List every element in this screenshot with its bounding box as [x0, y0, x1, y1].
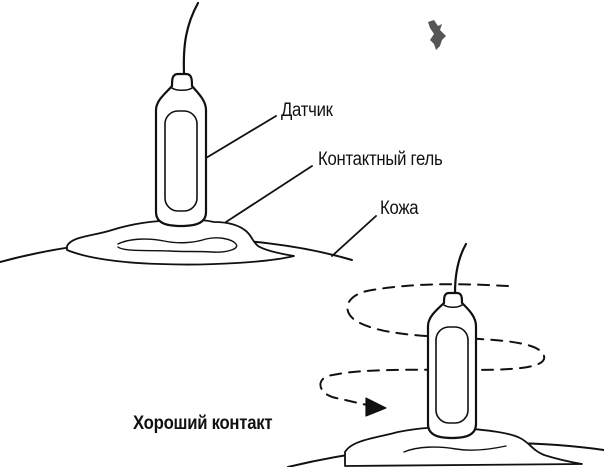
bottom-illustration	[287, 242, 604, 467]
sensor-cable	[182, 1, 200, 75]
leader-skin	[331, 215, 377, 257]
sensor-label: Датчик	[281, 100, 333, 121]
motion-arrow-icon	[365, 397, 387, 417]
gel-label: Контактный гель	[318, 149, 443, 170]
sensor-body-bottom	[426, 291, 478, 440]
good-contact-caption: Хороший контакт	[133, 413, 273, 434]
gel-swirl	[117, 237, 238, 253]
sensor-panel	[164, 110, 198, 212]
gel-swirl-bottom	[403, 445, 507, 453]
leader-sensor	[205, 115, 277, 159]
sensor-panel-bottom	[435, 326, 469, 424]
sensor-body	[154, 72, 208, 228]
sensor-cable-bottom	[453, 242, 468, 295]
sensor-neck	[171, 87, 193, 92]
skin-label: Кожа	[380, 198, 419, 219]
leader-gel	[225, 165, 313, 223]
contact-gel-bottom	[344, 426, 583, 467]
motion-path	[319, 283, 546, 407]
decorative-mark-icon	[428, 20, 446, 50]
contact-gel	[66, 218, 295, 266]
sensor-neck-bottom	[443, 304, 463, 309]
top-illustration	[0, 1, 377, 266]
